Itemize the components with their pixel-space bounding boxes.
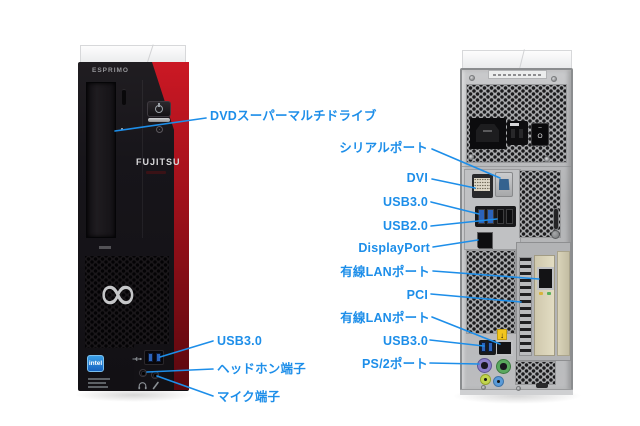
- drive-bay-label: [99, 246, 111, 249]
- power-icon: [155, 103, 163, 113]
- callout-label-serial-port: シリアルポート: [339, 141, 428, 155]
- callout-label-usb30-rear-lower: USB3.0: [383, 334, 428, 348]
- rear-info-label: [488, 70, 547, 79]
- spec-text-line: [88, 382, 106, 384]
- callout-label-headphone-jack: ヘッドホン端子: [217, 362, 306, 376]
- callout-label-usb20-rear: USB2.0: [383, 219, 428, 233]
- front-panel-seam: [142, 80, 143, 238]
- slotted-slot-cover: [519, 257, 532, 356]
- rear-vent-bottom: [515, 361, 556, 385]
- screw: [516, 386, 521, 391]
- front-usb3-ports: [144, 350, 164, 365]
- line-in-jack: [493, 376, 504, 387]
- callout-label-displayport: DisplayPort: [358, 241, 430, 255]
- screw: [551, 76, 557, 82]
- power-button: [147, 101, 171, 117]
- callout-label-pci-slot: PCI: [406, 288, 428, 302]
- callout-label-dvd-drive: DVDスーパーマルチドライブ: [210, 109, 377, 123]
- callout-label-dvi-port: DVI: [406, 171, 428, 185]
- callout-label-usb3-front: USB3.0: [217, 334, 262, 348]
- screw: [469, 75, 475, 81]
- ac-outlet-socket: [507, 121, 528, 145]
- callout-label-mic-jack: マイク端子: [217, 390, 281, 404]
- ps2-keyboard-port: [477, 358, 492, 373]
- usb2-port: [506, 209, 513, 224]
- front-tower-top-cap: [80, 44, 186, 68]
- usb3-port: [148, 353, 153, 362]
- headphone-icon: [138, 382, 147, 390]
- front-vent-mesh: [85, 256, 169, 348]
- ps2-mouse-port: [496, 359, 511, 374]
- rear-bottom-slot: [536, 383, 548, 388]
- spec-text-line: [88, 378, 110, 380]
- line-out-jack: [480, 374, 491, 385]
- hex-nut: [551, 230, 560, 239]
- headphone-jack-hole: [139, 369, 147, 377]
- callout-label-lan-port-onboard: 有線LANポート: [340, 311, 430, 325]
- drive-eject-slit: [122, 89, 126, 105]
- lan-led-green: [547, 292, 551, 295]
- back-tower-top-cap: [462, 49, 572, 73]
- optical-drive-bay: [86, 82, 116, 238]
- callout-label-lan-port-card: 有線LANポート: [340, 265, 430, 279]
- main-power-switch: – O: [531, 123, 549, 146]
- callout-label-usb30-rear-upper: USB3.0: [383, 195, 428, 209]
- lan-led-amber: [539, 292, 543, 295]
- security-lock-slot: [553, 208, 559, 230]
- fujitsu-infinity-logo-icon: ∞: [97, 264, 139, 322]
- callout-label-ps2-port: PS/2ポート: [362, 357, 428, 371]
- usb2-port: [497, 209, 504, 224]
- screw: [481, 385, 486, 390]
- dvi-connector: [472, 174, 493, 198]
- usb-icon: [132, 356, 142, 362]
- blank-slot-cover: [557, 251, 570, 356]
- rear-panel-seam: [462, 166, 571, 167]
- fujitsu-sub-label: [146, 171, 166, 174]
- intel-badge: intel: [87, 355, 104, 372]
- esprimo-model-text: ESPRIMO: [92, 67, 129, 74]
- spec-text-line: [88, 386, 108, 388]
- fujitsu-logo-text: FUJITSU: [136, 157, 181, 167]
- ac-power-inlet: [470, 118, 506, 149]
- screw: [544, 156, 550, 162]
